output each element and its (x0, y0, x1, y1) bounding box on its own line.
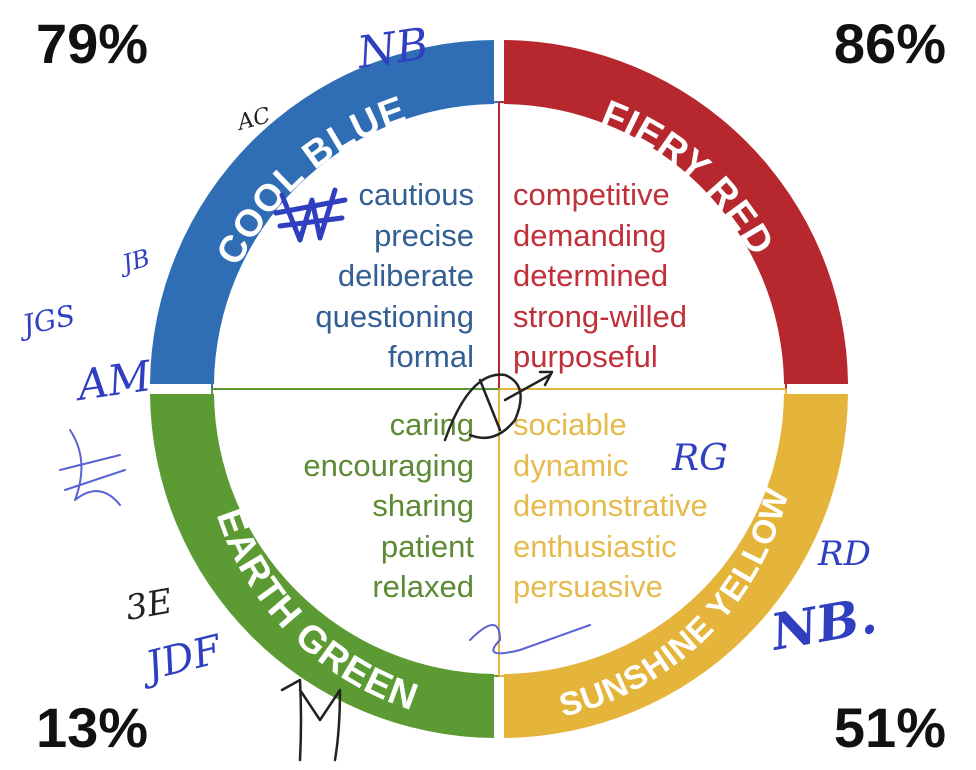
initials-3e: 3E (123, 581, 176, 628)
inner-arc-blue (211, 101, 500, 390)
trait: demonstrative (513, 488, 708, 523)
ring-segment-cool-blue (150, 40, 494, 384)
trait: dynamic (513, 448, 628, 483)
trait: strong-willed (513, 299, 687, 334)
ring-segment-sunshine-yellow (504, 394, 848, 738)
handwritten-initials: NB RG NB. RD JB JGS AM JDF 3E AC (15, 19, 881, 692)
trait: determined (513, 258, 668, 293)
trait: cautious (359, 177, 474, 212)
trait: sharing (372, 488, 474, 523)
percentage-bottom-right: 51% (833, 696, 946, 759)
trait: encouraging (303, 448, 474, 483)
initials-rg: RG (671, 438, 728, 479)
trait: purposeful (513, 339, 658, 374)
trait: questioning (315, 299, 474, 334)
traits-earth-green: caring encouraging sharing patient relax… (303, 407, 474, 604)
inner-arc-green (211, 388, 500, 677)
initials-jgs: JGS (15, 299, 78, 343)
traits-sunshine-yellow: sociable dynamic demonstrative enthusias… (513, 407, 708, 604)
initials-jb: JB (114, 244, 152, 279)
percentage-bottom-left: 13% (36, 696, 149, 759)
initials-am: AM (71, 351, 155, 410)
trait: enthusiastic (513, 529, 677, 564)
traits-fiery-red: competitive demanding determined strong-… (513, 177, 687, 374)
inner-arc-red (498, 101, 787, 390)
trait: persuasive (513, 569, 663, 604)
initials-rd: RD (817, 534, 871, 574)
trait: deliberate (338, 258, 474, 293)
trait: patient (381, 529, 474, 564)
traits-cool-blue: cautious precise deliberate questioning … (315, 177, 474, 374)
inner-arc-yellow (498, 388, 787, 677)
initials-jdf: JDF (134, 626, 227, 691)
percentage-top-left: 79% (36, 12, 149, 75)
initials-nb-bottom: NB. (765, 585, 881, 662)
trait: sociable (513, 407, 627, 442)
trait: formal (388, 339, 474, 374)
trait: competitive (513, 177, 670, 212)
initials-nb-top: NB (353, 19, 431, 80)
signature-scribbles (59, 187, 591, 762)
trait: relaxed (372, 569, 474, 604)
ring-segment-earth-green (150, 394, 494, 738)
trait: demanding (513, 218, 666, 253)
trait: precise (374, 218, 474, 253)
percentage-top-right: 86% (833, 12, 946, 75)
trait: caring (390, 407, 474, 442)
ring-segment-fiery-red (504, 40, 848, 384)
